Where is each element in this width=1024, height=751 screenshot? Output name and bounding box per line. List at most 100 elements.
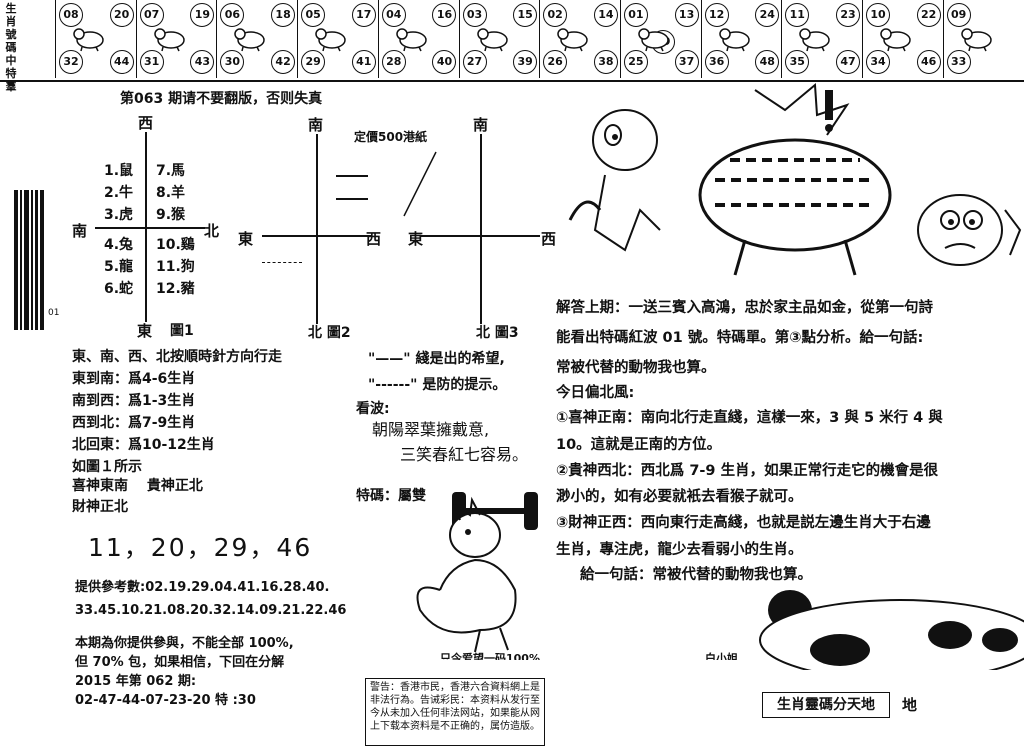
zodiac-number: 43 — [190, 50, 215, 74]
fig1-zodiac-right: 10.鷄 — [156, 237, 195, 253]
zodiac-number: 27 — [462, 50, 487, 74]
zodiac-cell: 0113253749 — [619, 0, 702, 78]
fig3-east: 東 — [408, 230, 424, 248]
fig1-zodiac-left: 1.鼠 — [104, 163, 134, 179]
monkey-icon — [718, 28, 750, 52]
zodiac-number: 28 — [381, 50, 406, 74]
zodiac-number: 23 — [835, 3, 860, 27]
zodiac-number: 09 — [946, 3, 971, 27]
hint-line-2: "------" 是防的提示。 — [368, 377, 507, 393]
zodiac-number: 41 — [351, 50, 376, 74]
reference-row-1: 02.19.29.04.41.16.28.40. — [145, 580, 330, 595]
zodiac-number: 42 — [271, 50, 296, 74]
zodiac-number: 37 — [674, 50, 699, 74]
fig1-zodiac-right: 8.羊 — [156, 185, 186, 201]
rule-4: 北回東：爲10-12生肖 — [72, 437, 215, 453]
zodiac-number: 25 — [623, 50, 648, 74]
snake-icon — [476, 28, 508, 52]
zodiac-number: 18 — [271, 3, 296, 27]
zodiac-number: 33 — [946, 50, 971, 74]
goat-icon — [638, 28, 669, 52]
promo-line-2: 但 70% 包，如果相信，下回在分解 — [75, 655, 285, 670]
zodiac-number: 19 — [190, 3, 215, 27]
zodiac-number: 40 — [432, 50, 457, 74]
fig3-diagonal-line — [403, 151, 437, 217]
fig2-solid-line-2 — [336, 198, 368, 200]
fig2-dashed-line — [262, 262, 302, 263]
zodiac-number: 35 — [785, 50, 810, 74]
fig1-caption: 圖1 — [170, 323, 194, 339]
point-2-a: ②貴神西北：西北爲 7-9 生肖，如果正常行走它的機會是很 — [556, 463, 939, 479]
zodiac-number: 48 — [755, 50, 780, 74]
zodiac-number: 24 — [755, 3, 780, 27]
fig3-west: 西 — [541, 230, 557, 248]
title-text: 生肖靈碼分天地 — [777, 697, 875, 713]
zodiac-number: 15 — [513, 3, 538, 27]
rooster-icon — [799, 28, 831, 52]
zodiac-number: 29 — [301, 50, 326, 74]
fig-note: 如圖１所示 — [72, 459, 142, 475]
barcode-number: 01 — [48, 308, 60, 318]
zodiac-number: 10 — [866, 3, 890, 27]
fig3-vertical-axis — [480, 134, 482, 324]
horse-icon — [557, 28, 588, 52]
fig2-horizontal-axis — [262, 235, 372, 237]
fig1-east: 東 — [137, 322, 153, 340]
zodiac-number: 06 — [220, 3, 245, 27]
pig-icon — [960, 28, 992, 52]
zodiac-number: 08 — [59, 3, 83, 27]
zodiac-number: 13 — [674, 3, 699, 27]
zodiac-number: 14 — [593, 3, 618, 27]
warning-box: 警告：香港市民，香港六合資料網上是非法行為。告诫彩民：本资料从发行至今从未加入任… — [365, 678, 545, 746]
zodiac-number: 32 — [59, 50, 83, 74]
fig1-zodiac-left: 4.兔 — [104, 237, 134, 253]
point-3-a: ③財神正西：西向東行走高綫，也就是説左邊生肖大于右邊 — [556, 515, 931, 531]
zodiac-number: 26 — [543, 50, 568, 74]
warning-text: 警告：香港市民，香港六合資料網上是非法行為。告诫彩民：本资料从发行至今从未加入任… — [370, 682, 540, 732]
fig1-zodiac-left: 3.虎 — [104, 207, 134, 223]
hint-watch: 看波: — [356, 401, 390, 417]
side-label: 生肖號碼中特羣 — [2, 2, 52, 93]
barcode-graphic — [14, 190, 44, 330]
closing-line: 給一句話：常被代替的動物我也算。 — [580, 567, 812, 583]
ox-icon — [153, 28, 185, 52]
poem-line-2: 三笑春紅七容易。 — [400, 445, 529, 464]
point-1-b: 10。這就是正南的方位。 — [556, 437, 722, 453]
tiger-icon — [234, 28, 266, 52]
fig1-zodiac-right: 9.猴 — [156, 207, 186, 223]
promo-line-1: 本期為你提供參與，不能全部 100%, — [75, 636, 294, 651]
partial-caption-left: 只今爱望一码100% — [440, 652, 540, 660]
answer-line-4: 今日偏北風: — [556, 385, 635, 401]
reference-label-text: 提供參考數: — [75, 580, 146, 595]
point-3-b: 生肖，專注虎，龍少去看弱小的生肖。 — [556, 542, 803, 558]
zodiac-number: 34 — [866, 50, 890, 74]
gods-line-2: 財神正北 — [72, 499, 128, 515]
zodiac-number: 01 — [623, 3, 648, 27]
rules-intro: 東、南、西、北按順時針方向行走 — [72, 349, 282, 365]
zodiac-cell: 09 33 — [942, 0, 1024, 78]
fig3-caption: 北 圖3 — [476, 325, 519, 341]
fig3-horizontal-axis — [420, 235, 540, 237]
zodiac-number: 02 — [543, 3, 568, 27]
barcode: 01 — [12, 190, 59, 330]
fig2-west: 西 — [366, 230, 382, 248]
zodiac-number: 03 — [462, 3, 487, 27]
fig1-zodiac-left: 5.龍 — [104, 259, 134, 275]
rule-2: 南到西：爲1-3生肖 — [72, 393, 196, 409]
zodiac-number: 07 — [139, 3, 164, 27]
answer-line-3: 常被代替的動物我也算。 — [556, 360, 716, 376]
side-label-text: 生肖號碼中特羣 — [5, 2, 17, 93]
fig1-west: 西 — [138, 114, 154, 132]
price-label: 定價500港紙 — [354, 130, 428, 144]
special-code: 特碼：屬雙 — [356, 488, 426, 504]
fig1-zodiac-right: 12.豬 — [156, 281, 195, 297]
cartoon-tiger-turtle — [568, 82, 1022, 276]
